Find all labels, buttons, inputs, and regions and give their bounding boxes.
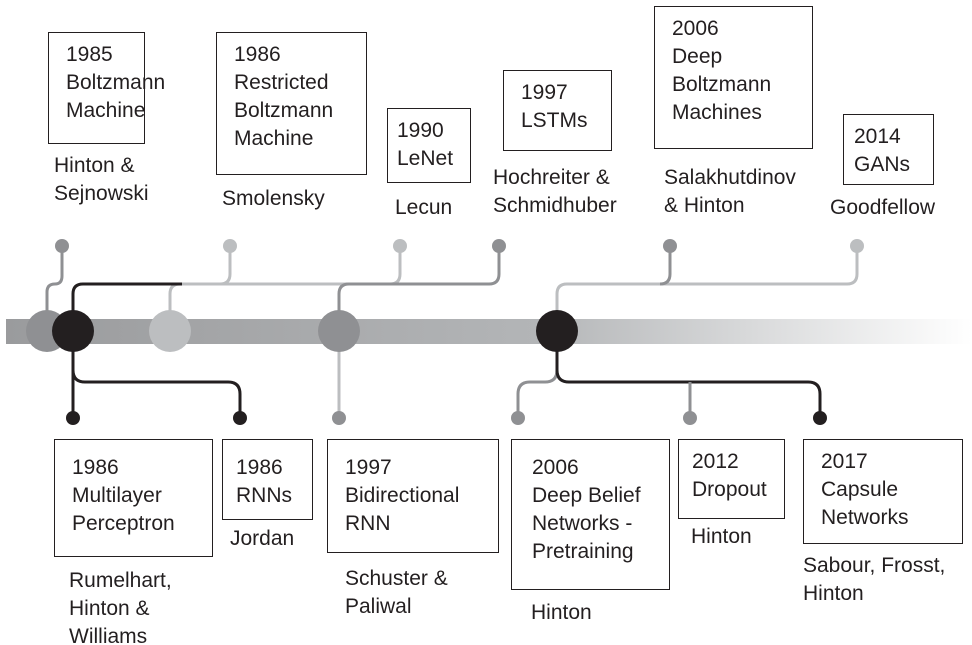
timeline-node: [318, 310, 360, 352]
connector: [659, 246, 672, 286]
connector: [516, 344, 559, 418]
connector: [45, 246, 64, 318]
event-dot: [55, 239, 69, 253]
event-box-mlp: 1986 Multilayer Perceptron: [54, 439, 213, 557]
event-authors: Salakhutdinov & Hinton: [664, 166, 796, 217]
timeline-node: [536, 310, 578, 352]
event-dot: [66, 411, 80, 425]
event-box-rnns: 1986 RNNs: [222, 439, 313, 520]
event-dot: [813, 411, 827, 425]
event-authors: Lecun: [395, 196, 453, 219]
timeline-node: [149, 310, 191, 352]
connector: [71, 282, 182, 318]
event-authors: Jordan: [230, 527, 295, 550]
event-dot: [663, 239, 677, 253]
event-authors: Hinton: [531, 601, 592, 624]
timeline-node: [52, 310, 94, 352]
event-authors: Sabour, Frosst, Hinton: [803, 554, 946, 605]
event-box-gans: 2014 GANs: [843, 114, 934, 185]
event-dot: [332, 411, 346, 425]
event-authors: Hinton & Sejnowski: [54, 154, 149, 205]
event-box-rbm: 1986 Restricted Boltzmann Machine: [216, 32, 367, 175]
event-box-dropout: 2012 Dropout: [678, 439, 785, 519]
connector: [168, 246, 402, 318]
event-dot: [511, 411, 525, 425]
event-box-dbm: 2006 Deep Boltzmann Machines: [654, 6, 813, 149]
event-authors: Hochreiter & Schmidhuber: [493, 166, 617, 217]
connector: [337, 246, 501, 318]
event-dot: [233, 411, 247, 425]
event-authors: Schuster & Paliwal: [345, 567, 448, 618]
event-authors: Goodfellow: [830, 196, 936, 219]
event-authors: Rumelhart, Hinton & Williams: [69, 569, 172, 645]
event-dot: [223, 239, 237, 253]
connector: [71, 344, 242, 418]
event-dot: [393, 239, 407, 253]
event-box-birnn: 1997 Bidirectional RNN: [327, 439, 499, 553]
event-box-boltzmann: 1985 Boltzmann Machine: [48, 32, 165, 144]
event-box-lenet: 1990 LeNet: [387, 108, 471, 183]
event-box-capsule: 2017 Capsule Networks: [803, 439, 963, 544]
event-authors: Hinton: [691, 525, 752, 548]
event-dot: [850, 239, 864, 253]
event-dot: [683, 411, 697, 425]
event-box-lstms: 1997 LSTMs: [503, 70, 612, 151]
event-box-dbn: 2006 Deep Belief Networks - Pretraining: [511, 439, 670, 590]
connector: [555, 246, 859, 318]
event-authors: Smolensky: [222, 187, 325, 210]
event-dot: [492, 239, 506, 253]
